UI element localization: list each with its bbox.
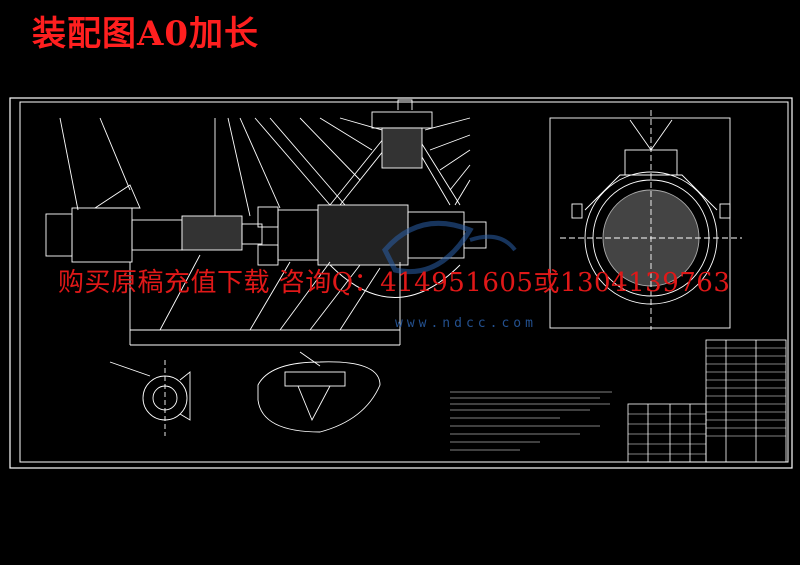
outer-frame [9, 97, 793, 469]
technical-notes [450, 391, 612, 451]
title-block-rows [628, 347, 786, 455]
watermark-text: 购买原稿充值下载 咨询Q：414951605或1304139763 [58, 268, 731, 298]
detail-view-left [109, 360, 191, 436]
watermark-url: www.ndcc.com [395, 316, 537, 331]
main-section-view [45, 99, 487, 346]
inner-frame [19, 101, 789, 463]
detail-view-right [257, 351, 381, 433]
title-block [627, 339, 787, 463]
end-view [549, 110, 742, 330]
drawing-title: 装配图A0加长 [32, 14, 260, 54]
logo-watermark-icon [382, 220, 517, 275]
